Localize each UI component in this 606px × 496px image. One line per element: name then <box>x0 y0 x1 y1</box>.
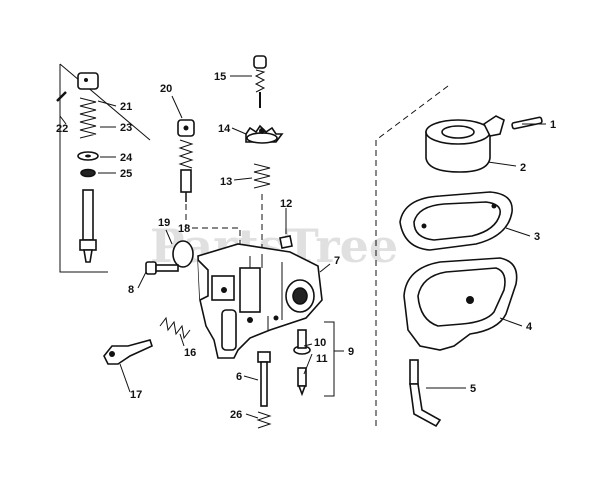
callout-4: 4 <box>526 321 533 333</box>
callout-20: 20 <box>160 83 172 95</box>
left-group-bracket <box>59 63 151 273</box>
callout-26: 26 <box>230 409 242 421</box>
callout-13: 13 <box>220 176 232 188</box>
part-23-spring <box>79 97 97 139</box>
part-26-spring <box>256 411 272 429</box>
callout-14: 14 <box>218 123 231 135</box>
part-17-lever <box>103 339 153 365</box>
part-22-pin <box>56 91 67 102</box>
part-7-carburetor-body <box>197 243 323 359</box>
part-9-bracket <box>324 321 344 397</box>
part-8-screw <box>145 261 179 275</box>
callout-7: 7 <box>334 255 340 267</box>
part-25-oring <box>80 168 96 178</box>
callout-6: 6 <box>236 371 242 383</box>
part-3-gasket <box>399 191 513 251</box>
part-20-needle-valve <box>177 119 195 202</box>
callout-10: 10 <box>314 337 326 349</box>
guide-lines-center <box>185 194 263 250</box>
callout-5: 5 <box>470 383 476 395</box>
part-11-jet <box>297 367 307 397</box>
part-2-float <box>425 115 505 173</box>
callout-labels: 1 2 3 4 5 6 7 8 9 10 11 12 13 14 15 16 1… <box>56 71 556 421</box>
callout-15: 15 <box>214 71 226 83</box>
callout-22: 22 <box>56 123 68 135</box>
callout-16: 16 <box>184 347 196 359</box>
callout-25: 25 <box>120 168 132 180</box>
callout-18: 18 <box>178 223 190 235</box>
part-12-plug <box>279 235 293 249</box>
right-group-dash <box>375 85 449 426</box>
part-14-gear <box>245 124 284 144</box>
callout-8: 8 <box>128 284 134 296</box>
part-21-cap <box>77 72 99 90</box>
callout-21: 21 <box>120 101 132 113</box>
callout-3: 3 <box>534 231 540 243</box>
callout-9: 9 <box>348 346 354 358</box>
part-13-spring <box>253 163 271 189</box>
callout-1: 1 <box>550 119 556 131</box>
part-10-washer <box>293 329 311 355</box>
callout-12: 12 <box>280 198 292 210</box>
part-left-shaft <box>79 189 97 263</box>
part-15-screw <box>253 55 267 108</box>
callout-23: 23 <box>120 122 132 134</box>
part-1-pin <box>511 116 543 130</box>
callout-17: 17 <box>130 389 142 401</box>
leader-lines <box>59 75 546 419</box>
part-5-tube <box>409 359 442 428</box>
part-4-float-bowl <box>403 257 518 351</box>
callout-19: 19 <box>158 217 170 229</box>
callout-11: 11 <box>316 353 328 365</box>
callout-24: 24 <box>120 152 133 164</box>
part-18-disc <box>172 240 194 268</box>
callout-2: 2 <box>520 162 526 174</box>
part-24-washer <box>77 151 99 161</box>
part-6-shaft <box>257 351 271 407</box>
leader-19 <box>165 229 173 245</box>
part-16-spring <box>159 316 191 340</box>
